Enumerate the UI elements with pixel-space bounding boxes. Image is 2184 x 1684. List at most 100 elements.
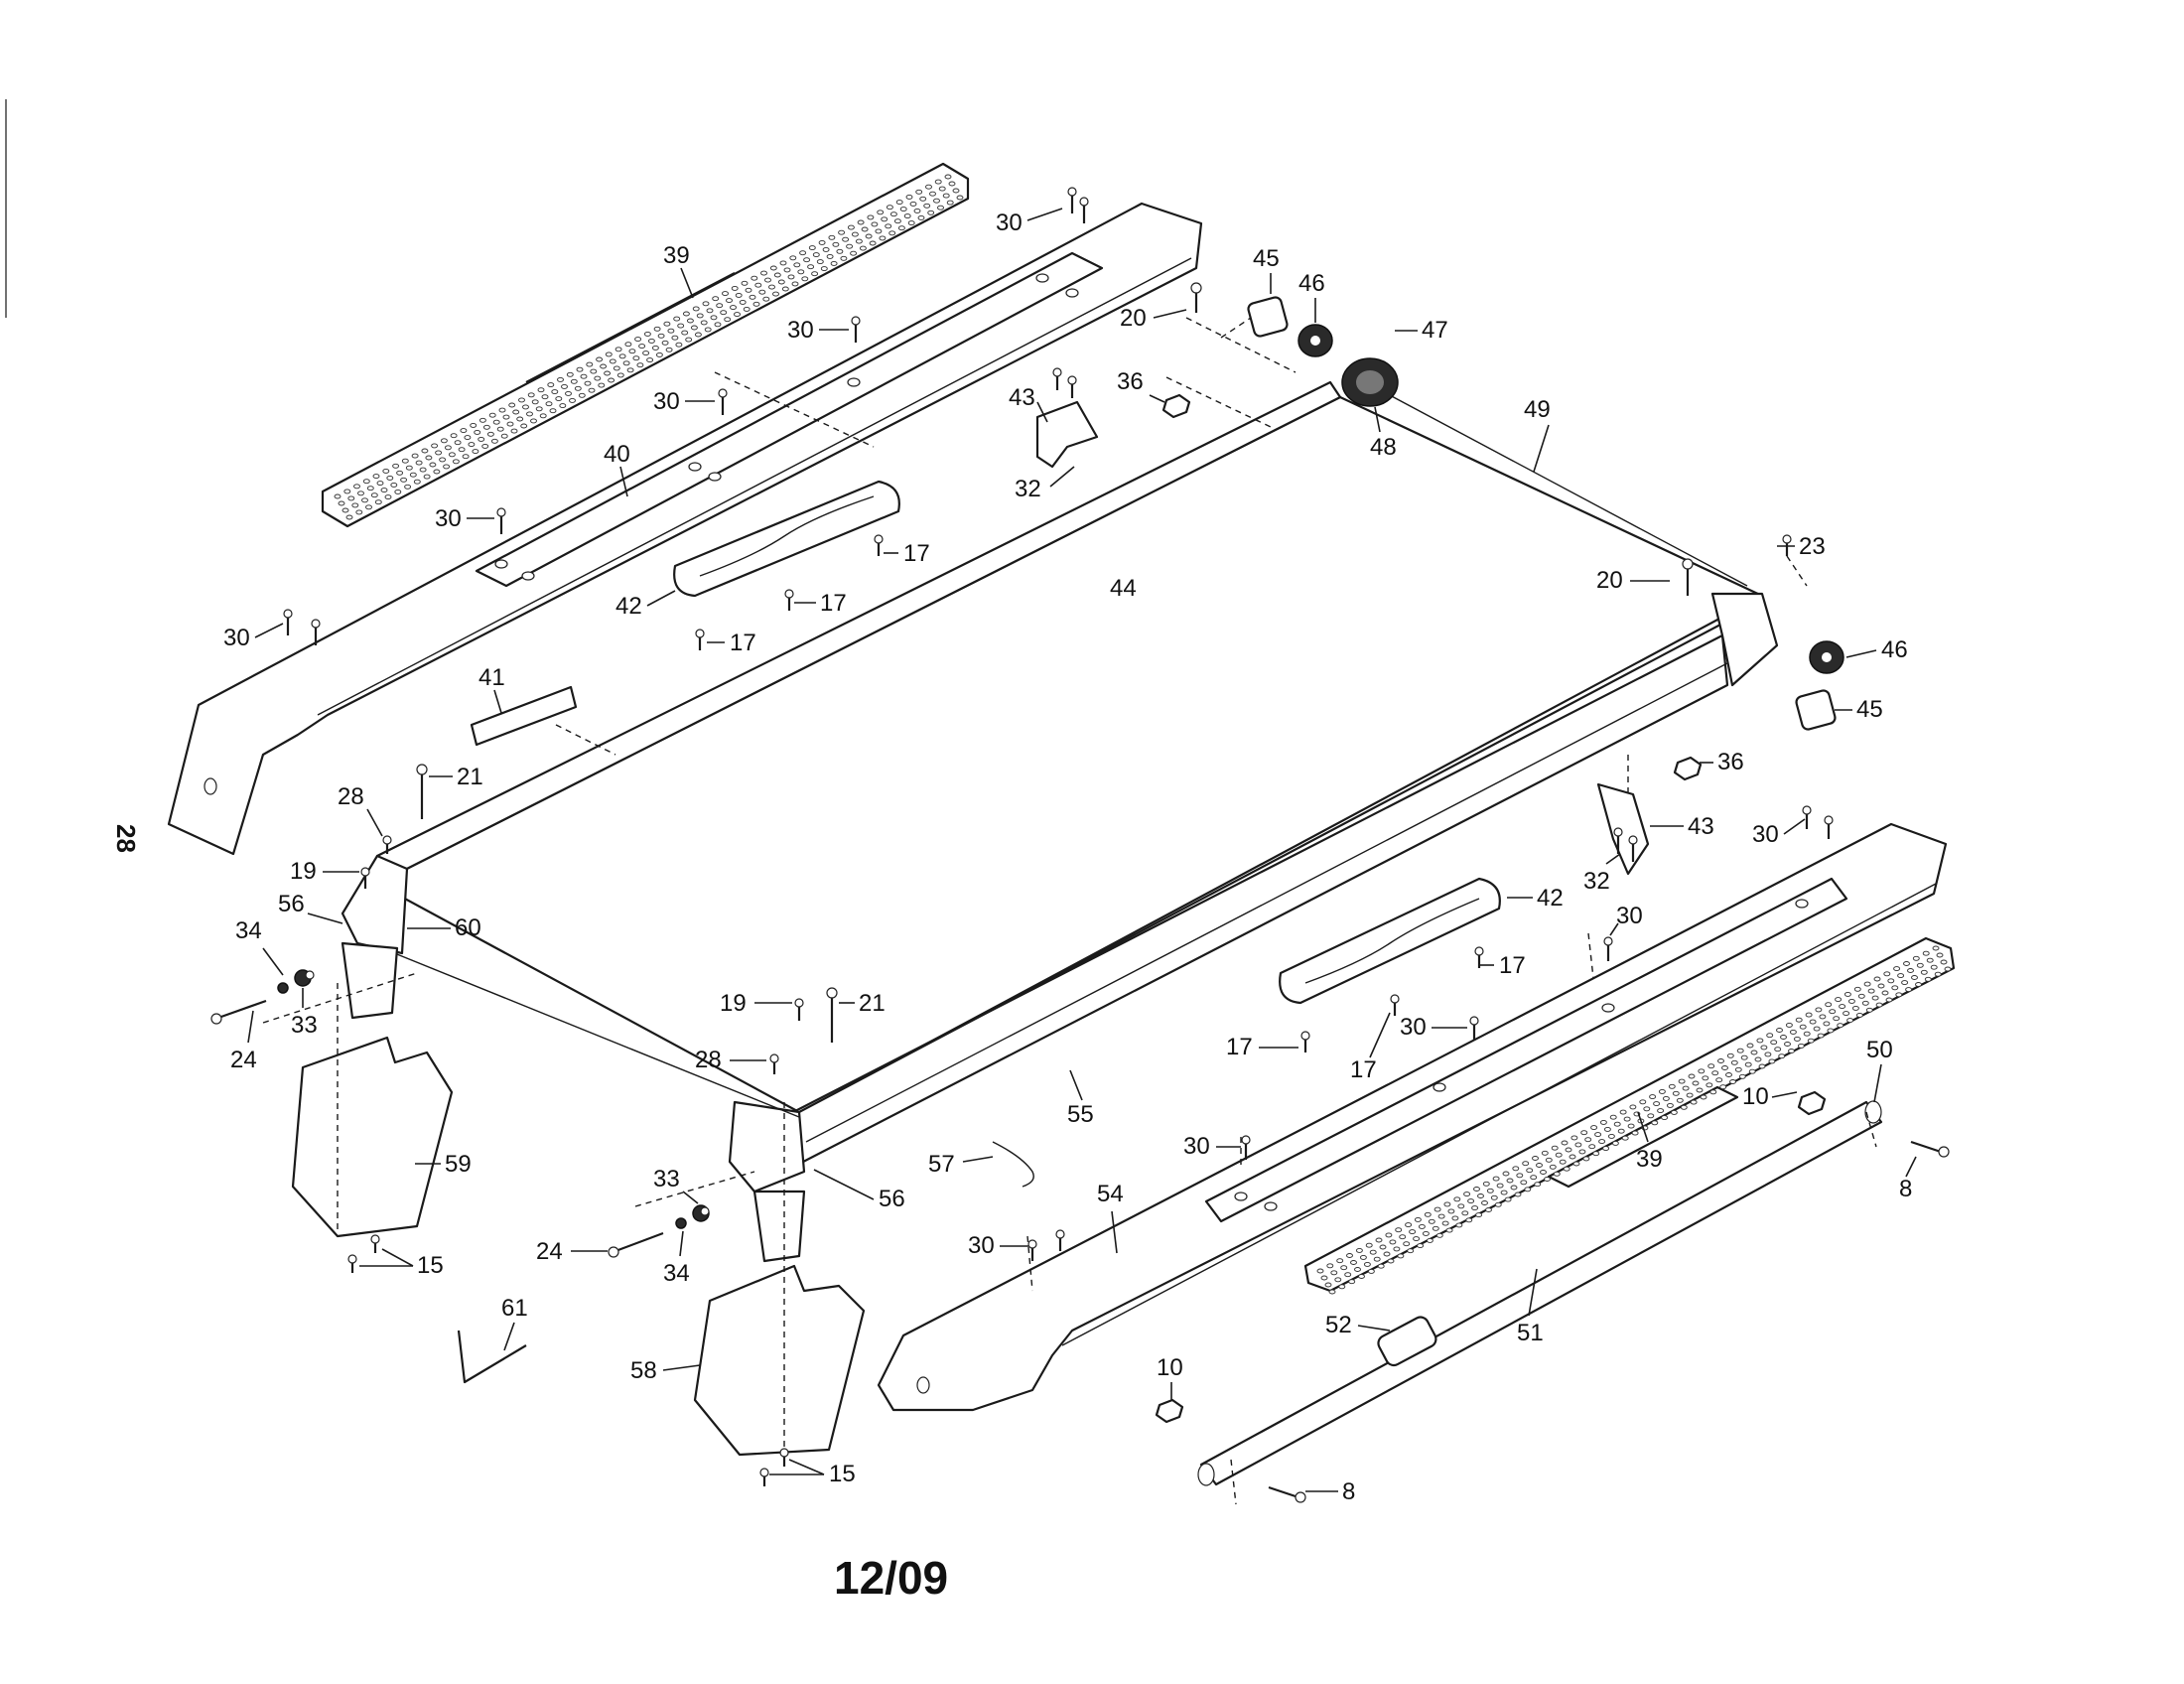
perforation-dot <box>1619 1109 1627 1115</box>
perforation-dot <box>530 418 537 424</box>
perforation-dot <box>942 193 950 199</box>
perforation-dot <box>1409 1229 1417 1235</box>
screw-icon <box>1802 805 1812 829</box>
foot-rail-dots <box>1316 945 1952 1295</box>
perforation-dot <box>1617 1128 1625 1134</box>
perforation-dot <box>384 494 392 500</box>
perforation-dot <box>1651 1120 1659 1126</box>
perforation-dot <box>888 230 896 236</box>
callout-41: 41 <box>478 664 505 691</box>
perforation-dot <box>754 282 762 288</box>
perforation-dot <box>1893 966 1901 972</box>
perforation-dot <box>1877 983 1885 989</box>
washer-icon <box>277 982 289 994</box>
perforation-dot <box>1657 1108 1665 1114</box>
perforation-dot <box>1530 1175 1538 1181</box>
perforation-dot <box>781 286 789 292</box>
perforation-dot <box>516 416 524 422</box>
perforation-dot <box>937 205 944 210</box>
foot-rail-top <box>321 162 970 528</box>
perforation-dot <box>1551 1145 1559 1151</box>
perforation-dot <box>1778 1053 1786 1059</box>
perforation-dot <box>762 296 770 302</box>
screw-icon <box>1474 946 1484 968</box>
perforation-dot <box>1611 1140 1619 1146</box>
perforation-dot <box>458 447 466 453</box>
perforation-dot <box>1895 992 1903 998</box>
perforation-dot <box>1692 1080 1700 1086</box>
screw-icon <box>874 534 884 556</box>
perforation-dot <box>1405 1222 1413 1228</box>
perforation-dot <box>1570 1135 1578 1141</box>
perforation-dot <box>933 198 940 204</box>
perforation-dot <box>1916 962 1924 968</box>
callout-28-left: 28 <box>338 783 364 810</box>
perforation-dot <box>907 220 915 226</box>
perforation-dot <box>1823 1021 1831 1027</box>
rear-roller-bracket <box>1710 592 1779 687</box>
callout-45-bottom: 45 <box>1856 696 1883 723</box>
screw-icon <box>382 835 392 854</box>
perforation-dot <box>618 353 626 359</box>
callout-39-bottom: 39 <box>1636 1146 1663 1173</box>
perforation-dot <box>1843 991 1851 997</box>
perforation-dot <box>1320 1275 1328 1281</box>
belt-line <box>1374 386 1748 587</box>
perforation-dot <box>685 337 693 343</box>
perforation-dot <box>452 459 460 465</box>
perforation-dot <box>1563 1166 1570 1172</box>
bolt-icon <box>210 999 267 1025</box>
grip-contour <box>699 495 875 577</box>
perforation-dot <box>909 201 917 207</box>
perforation-dot <box>394 489 402 494</box>
perforation-dot <box>1355 1247 1363 1253</box>
knob-center <box>1822 652 1832 662</box>
screw-icon <box>1603 936 1613 961</box>
perforation-dot <box>609 358 616 364</box>
perforation-dot <box>1865 1007 1873 1013</box>
perforation-dot <box>1437 1213 1445 1219</box>
perforation-dot <box>885 223 892 229</box>
perforation-dot <box>549 408 557 414</box>
perforation-dot <box>622 360 630 366</box>
perforation-dot <box>1494 1201 1502 1207</box>
perforation-dot <box>1592 1151 1600 1157</box>
perforation-dot <box>720 310 728 316</box>
perforation-dot <box>1441 1220 1449 1226</box>
perforation-dot <box>334 493 341 499</box>
perforation-dot <box>726 298 733 304</box>
perforation-dot <box>686 318 694 324</box>
perforation-dot <box>1506 1178 1514 1184</box>
callout-17-a: 17 <box>903 540 930 567</box>
callout-15-right: 15 <box>829 1461 856 1487</box>
perforation-dot <box>801 276 809 282</box>
perforation-dot <box>351 502 359 508</box>
perforation-dot <box>1643 1106 1651 1112</box>
callout-32-bottom: 32 <box>1583 868 1610 895</box>
callout-43-bottom: 43 <box>1688 813 1714 840</box>
callout-15-left: 15 <box>417 1252 444 1279</box>
perforation-dot <box>893 218 901 224</box>
perforation-dot <box>411 453 419 459</box>
perforation-dot <box>376 481 384 487</box>
cover-edge <box>1061 883 1937 1346</box>
perforation-dot <box>861 226 869 232</box>
leg-shroud-59 <box>291 1036 454 1238</box>
perforation-dot <box>1365 1242 1373 1248</box>
perforation-dot <box>535 406 543 412</box>
bolt-icon <box>1268 1485 1306 1503</box>
strip-hole <box>688 462 702 472</box>
perforation-dot <box>948 181 956 187</box>
perforation-dot <box>522 404 529 410</box>
perforation-dot <box>1670 1109 1678 1115</box>
perforation-dot <box>400 477 408 483</box>
perforation-dot <box>704 327 712 333</box>
strip-hole <box>521 571 535 581</box>
perforation-dot <box>1758 1063 1766 1069</box>
axle-end <box>1197 1463 1215 1486</box>
perforation-dot <box>1512 1166 1520 1172</box>
perforation-dot <box>1346 1253 1353 1258</box>
strip-hole <box>1234 1192 1248 1201</box>
perforation-dot <box>431 443 439 449</box>
perforation-dot <box>590 368 598 374</box>
